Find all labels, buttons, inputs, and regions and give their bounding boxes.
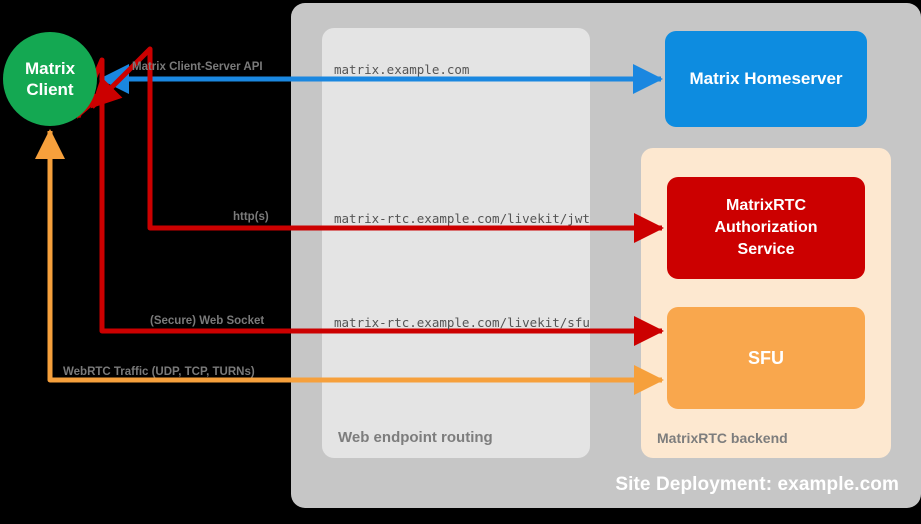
matrix-homeserver-label: Matrix Homeserver: [689, 69, 843, 88]
endpoint-matrix-example-com: matrix.example.com: [334, 62, 470, 77]
protocol-label-client-server-api: Matrix Client-Server API: [132, 61, 263, 73]
matrix-client-label-line2: Client: [26, 80, 74, 99]
web-endpoint-routing-container: Web endpoint routing: [322, 28, 590, 458]
protocol-label-webrtc-traffic: WebRTC Traffic (UDP, TCP, TURNs): [63, 366, 255, 378]
site-deployment-label: Site Deployment: example.com: [615, 474, 899, 495]
node-sfu[interactable]: SFU: [667, 307, 865, 409]
sfu-label: SFU: [748, 347, 784, 368]
web-endpoint-routing-label: Web endpoint routing: [338, 429, 493, 446]
auth-label-line3: Service: [737, 241, 795, 258]
auth-label-line1: MatrixRTC: [725, 197, 806, 214]
endpoint-livekit-sfu: matrix-rtc.example.com/livekit/sfu: [334, 315, 590, 330]
node-matrix-homeserver[interactable]: Matrix Homeserver: [665, 31, 867, 127]
protocol-label-web-socket: (Secure) Web Socket: [150, 315, 265, 327]
protocol-label-https: http(s): [233, 211, 269, 223]
matrixrtc-backend-label: MatrixRTC backend: [657, 430, 788, 446]
node-matrixrtc-authorization-service[interactable]: MatrixRTC Authorization Service: [667, 177, 865, 279]
matrix-client-label-line1: Matrix: [24, 59, 76, 78]
endpoint-livekit-jwt: matrix-rtc.example.com/livekit/jwt: [334, 211, 590, 226]
auth-label-line2: Authorization: [714, 219, 818, 236]
node-matrix-client[interactable]: Matrix Client: [3, 32, 97, 126]
